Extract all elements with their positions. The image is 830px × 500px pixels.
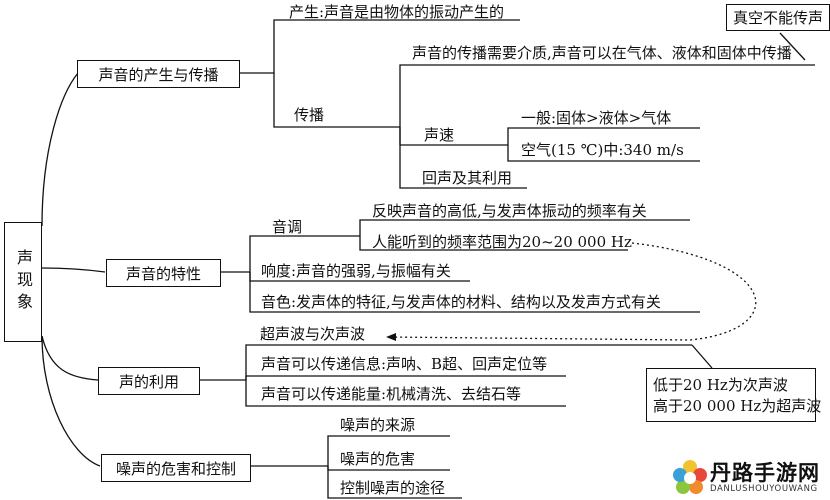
branch1-connector-chuanbo <box>273 73 400 128</box>
energy-transfer-text: 声音可以传递能量:机械清洗、去结石等 <box>261 385 522 403</box>
sound-speed-label: 声速 <box>424 126 455 144</box>
noise-control-text: 控制噪声的途径 <box>340 479 446 497</box>
pitch-reflect-line <box>359 219 690 236</box>
branch1-connector-top <box>240 19 520 74</box>
curve-to-branch-4 <box>41 335 101 467</box>
vacuum-callout-text: 真空不能传声 <box>732 9 823 27</box>
dotted-arrow-line <box>387 242 757 341</box>
energy-line <box>245 380 566 407</box>
branch-sound-characteristics-label: 声音的特性 <box>125 264 201 283</box>
chuanbo-medium-line <box>399 64 815 127</box>
watermark-cn: 丹路手游网 <box>710 461 820 485</box>
branch-noise: 噪声的危害和控制 <box>101 454 251 482</box>
production-text: 产生:声音是由物体的振动产生的 <box>289 3 505 21</box>
vacuum-callout: 真空不能传声 <box>726 4 830 31</box>
ultra-infra-label: 超声波与次声波 <box>260 325 366 343</box>
root-node: 声现象 <box>4 222 42 342</box>
watermark-en: DANLUSHOUYOUWANG <box>710 484 818 494</box>
curve-to-branch-2 <box>41 267 106 273</box>
hearing-range-text: 人能听到的频率范围为20~20 000 Hz <box>372 233 632 251</box>
branch-sound-production-label: 声音的产生与传播 <box>98 65 219 84</box>
pitch-range-line <box>359 236 628 251</box>
echo-text: 回声及其利用 <box>422 169 513 187</box>
info-transfer-text: 声音可以传递信息:声呐、B超、回声定位等 <box>261 355 548 373</box>
watermark-logo: 丹路手游网 DANLUSHOUYOUWANG <box>670 455 830 500</box>
speed-air-line <box>507 145 700 162</box>
speed-air-text: 空气(15 ℃)中:340 m/s <box>521 141 684 159</box>
branch-sound-production: 声音的产生与传播 <box>77 60 240 88</box>
noise-source-text: 噪声的来源 <box>340 416 416 434</box>
branch-sound-use: 声的利用 <box>98 367 200 395</box>
timbre-text: 音色:发声体的特征,与发声体的材料、结构以及发声方式有关 <box>261 293 661 311</box>
pitch-label: 音调 <box>272 218 303 236</box>
pitch-reflect-text: 反映声音的高低,与发声体振动的频率有关 <box>372 202 647 220</box>
propagation-label: 传播 <box>294 106 325 124</box>
noise-harm-text: 噪声的危害 <box>340 450 416 468</box>
pitch-connector <box>220 235 360 273</box>
infrasound-text: 低于20 Hz为次声波 <box>653 376 788 394</box>
propagation-medium-text: 声音的传播需要介质,声音可以在气体、液体和固体中传播 <box>412 44 792 62</box>
noise-control-line <box>327 466 462 499</box>
root-label: 声现象 <box>14 249 33 315</box>
curve-to-branch-3 <box>41 335 99 381</box>
branch-sound-use-label: 声的利用 <box>118 372 179 391</box>
branch-sound-characteristics: 声音的特性 <box>106 259 221 287</box>
speed-general-line <box>507 127 700 145</box>
wave-callout-pointer <box>691 344 713 369</box>
chuanbo-echo-line <box>399 127 527 189</box>
ultrasound-text: 高于20 000 Hz为超声波 <box>653 397 822 415</box>
flower-icon <box>673 460 707 494</box>
info-line <box>245 375 566 380</box>
branch-noise-label: 噪声的危害和控制 <box>115 459 236 478</box>
curve-to-branch-1 <box>41 72 79 227</box>
noise-source-line <box>250 435 450 467</box>
wave-callout: 低于20 Hz为次声波 高于20 000 Hz为超声波 <box>646 368 821 422</box>
timbre-line <box>249 272 700 313</box>
loudness-text: 响度:声音的强弱,与振幅有关 <box>261 262 451 280</box>
speed-general-text: 一般:固体>液体>气体 <box>521 109 672 127</box>
vacuum-pointer <box>779 32 806 61</box>
dotted-arrow-head <box>386 333 396 341</box>
ultra-infra-line <box>200 344 692 381</box>
